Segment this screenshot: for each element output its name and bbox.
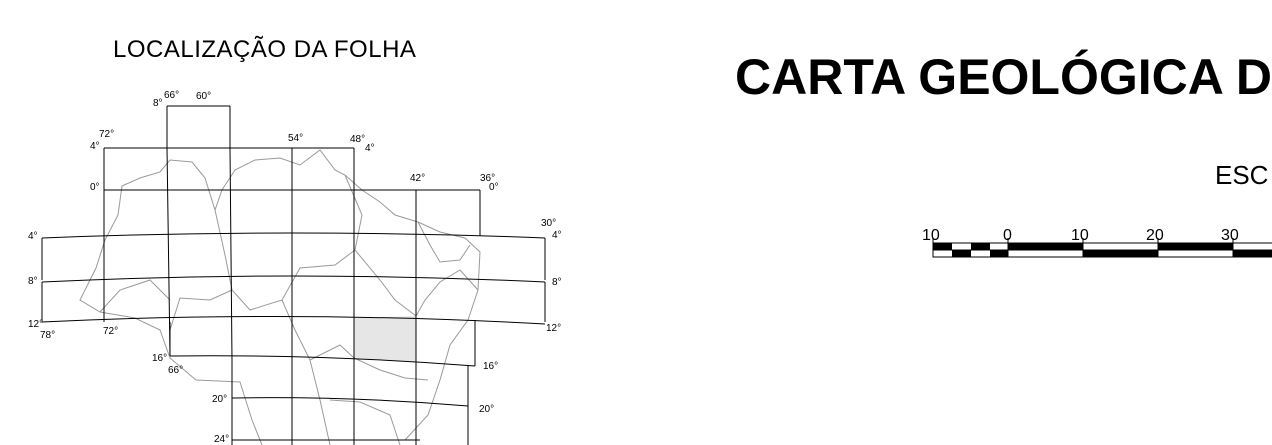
scale-tick-label: 0 [1003,227,1012,244]
lon-36-label: 36° [480,173,495,184]
highlighted-sheet [354,316,416,362]
lat-16-w-label: 16° [152,353,167,364]
lat-8-w-label: 8° [28,276,38,287]
lat-0-w-label: 0° [90,182,100,193]
lon-54-label: 54° [288,133,303,144]
scale-tick-label: 20 [1146,227,1164,244]
location-title: LOCALIZAÇÃO DA FOLHA [113,36,417,63]
lon-66-top-label: 66° [164,90,179,101]
scale-tick-label: 10 [922,227,940,244]
lat-8-top-label: 8° [153,98,163,109]
map-main-title: CARTA GEOLÓGICA D [735,49,1272,105]
lon-66-bottom-label: 66° [168,365,183,376]
scale-tick-label: 30 [1221,227,1239,244]
lat-4-w-label: 4° [28,231,38,242]
scale-bar: 10 0 10 20 30 [922,227,1272,258]
lat-20-w-label: 20° [212,394,227,405]
lon-42-label: 42° [410,173,425,184]
lat-24-w-label: 24° [214,434,229,445]
lon-72-bottom-label: 72° [103,326,118,337]
lat-12-e-label: 12° [546,323,561,334]
lat-20-e-label: 20° [479,404,494,415]
lon-60-top-label: 60° [196,91,211,102]
lon-48-label: 48° [350,134,365,145]
lat-0-e-label: 0° [489,182,499,193]
boundary-lines [79,149,481,445]
scale-label: ESC [1215,160,1269,190]
lon-78-label: 78° [40,330,55,341]
lon-30-label: 30° [541,218,556,229]
lat-4-ne-label: 4° [365,143,375,154]
lat-12-w-label: 12° [28,319,43,330]
lat-4-e-label: 4° [552,230,562,241]
lat-4-nw-label: 4° [90,141,100,152]
lon-72-label: 72° [99,129,114,140]
lat-8-e-label: 8° [552,277,562,288]
location-index-map: 66° 60° 8° 72° 4° 54° 48° 4° 42° 36° 0° … [28,90,562,445]
scale-tick-label: 10 [1071,227,1089,244]
lat-16-e-label: 16° [483,361,498,372]
sheet-index-grid [41,105,546,445]
